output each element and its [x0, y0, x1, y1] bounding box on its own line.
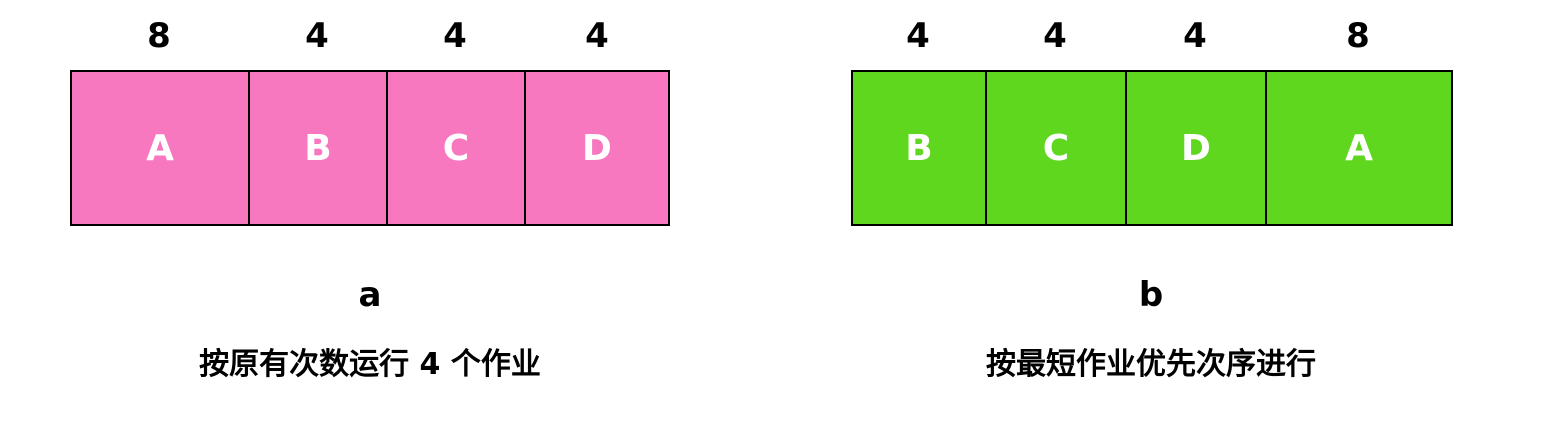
duration-label: 4	[1183, 16, 1207, 56]
job-sequence-b: B C D A	[851, 70, 1453, 226]
diagram-letter: a	[358, 275, 382, 315]
duration-label: 8	[147, 16, 171, 56]
diagram-caption: 按最短作业优先次序进行	[986, 347, 1316, 382]
job-box: C	[386, 70, 526, 226]
job-box: D	[1125, 70, 1267, 226]
diagram-b: 4 4 4 8 B C D A b 按最短作业优先次序进行	[780, 0, 1480, 428]
duration-label: 4	[906, 16, 930, 56]
diagram-letter: b	[1138, 275, 1164, 315]
job-box: C	[985, 70, 1127, 226]
job-box: A	[1265, 70, 1453, 226]
duration-label: 4	[1043, 16, 1067, 56]
diagram-caption: 按原有次数运行 4 个作业	[199, 347, 541, 382]
duration-label: 4	[305, 16, 329, 56]
diagram-a: 8 4 4 4 A B C D a 按原有次数运行 4 个作业	[0, 0, 700, 428]
job-sequence-a: A B C D	[70, 70, 670, 226]
job-box: B	[248, 70, 388, 226]
job-box: A	[70, 70, 250, 226]
job-box: B	[851, 70, 987, 226]
duration-label: 4	[585, 16, 609, 56]
duration-label: 8	[1346, 16, 1370, 56]
duration-label: 4	[443, 16, 467, 56]
job-box: D	[524, 70, 670, 226]
